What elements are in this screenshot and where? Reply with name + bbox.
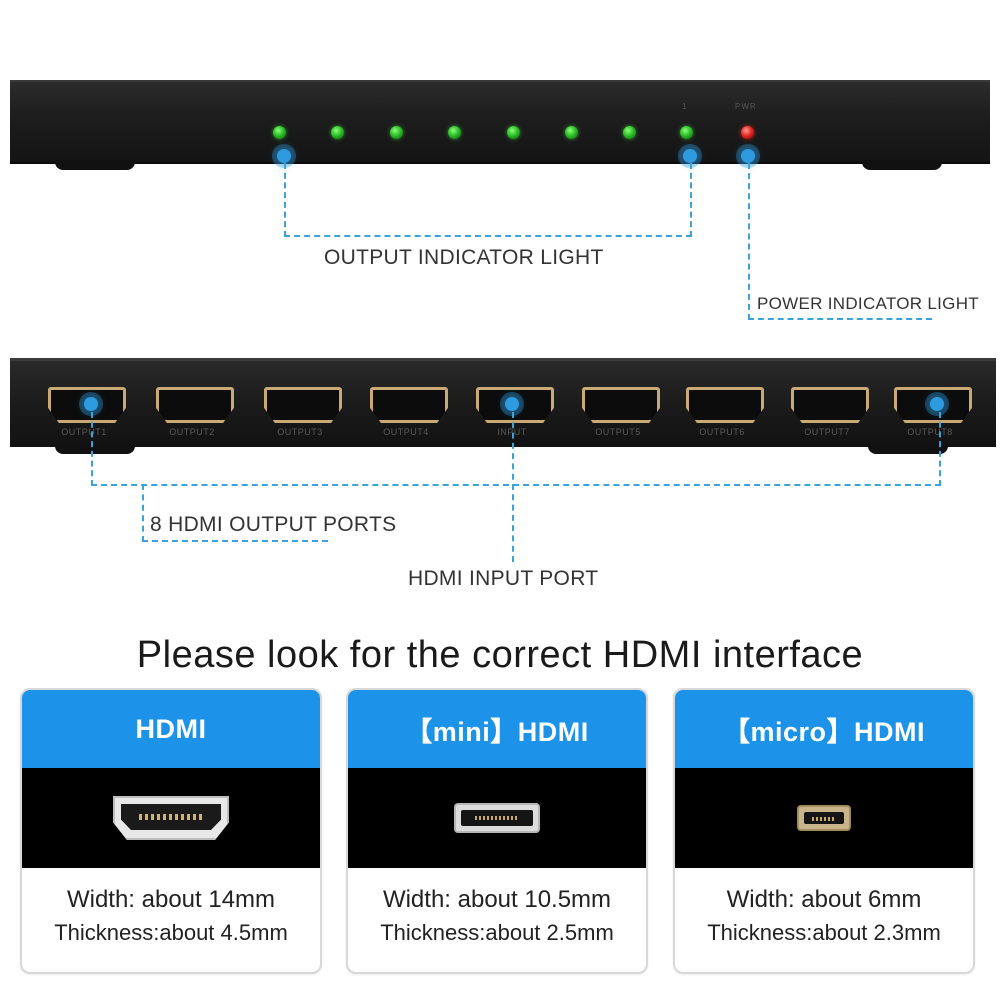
hdmi-card-thickness: Thickness:about 4.5mm <box>54 920 288 945</box>
micro-hdmi-card-image <box>675 768 973 868</box>
hdmi-port-output3 <box>264 387 342 423</box>
hdmi-card-width: Width: about 14mm <box>66 886 276 913</box>
micro-hdmi-card-thickness: Thickness:about 2.3mm <box>707 920 941 945</box>
output-ports-label: 8 HDMI OUTPUT PORTS <box>150 513 397 536</box>
led-mark-pwr: PWR <box>735 102 757 111</box>
front-foot-right <box>862 160 942 170</box>
leader-power-indicator <box>748 163 932 320</box>
port-label-output7: OUTPUT7 <box>804 427 850 437</box>
front-foot-left <box>55 160 135 170</box>
hdmi-port-output6 <box>686 387 764 423</box>
led-mark-1: 1 <box>682 102 688 111</box>
leader-output-ports-label <box>142 484 328 542</box>
micro-hdmi-card: 【micro】HDMI Width: about 6mm Thickness:a… <box>673 688 975 974</box>
port-label-output2: OUTPUT2 <box>169 427 215 437</box>
callout-dot-led-8 <box>683 149 697 163</box>
back-foot-left <box>55 444 135 454</box>
output-led-1 <box>273 126 286 139</box>
mini-hdmi-card-thickness: Thickness:about 2.5mm <box>380 920 614 945</box>
power-indicator-label: POWER INDICATOR LIGHT <box>757 294 979 313</box>
mini-hdmi-card-width: Width: about 10.5mm <box>382 886 612 913</box>
leader-output-ports-bracket <box>91 412 941 486</box>
interface-heading: Please look for the correct HDMI interfa… <box>136 634 864 676</box>
micro-hdmi-connector-icon <box>797 805 851 831</box>
output-led-5 <box>507 126 520 139</box>
output-led-2 <box>331 126 344 139</box>
power-led <box>741 126 754 139</box>
port-label-output8: OUTPUT8 <box>907 427 953 437</box>
mini-hdmi-connector-icon <box>454 803 540 833</box>
leader-output-indicator <box>284 163 692 237</box>
hdmi-port-output4 <box>370 387 448 423</box>
mini-hdmi-card: 【mini】HDMI Width: about 10.5mm Thickness… <box>346 688 648 974</box>
hdmi-port-output5 <box>582 387 660 423</box>
hdmi-card-title: HDMI <box>22 690 320 768</box>
output-led-4 <box>448 126 461 139</box>
callout-dot-output1 <box>84 397 98 411</box>
port-label-input: INPUT <box>497 427 527 437</box>
callout-dot-input <box>505 397 519 411</box>
hdmi-connector-icon <box>113 796 229 840</box>
micro-hdmi-card-title: 【micro】HDMI <box>675 690 973 768</box>
leader-input-port <box>512 412 514 562</box>
port-label-output3: OUTPUT3 <box>277 427 323 437</box>
output-indicator-label: OUTPUT INDICATOR LIGHT <box>324 246 604 269</box>
callout-dot-led-1 <box>277 149 291 163</box>
output-led-3 <box>390 126 403 139</box>
hdmi-port-output8 <box>894 387 972 423</box>
callout-dot-power-led <box>741 149 755 163</box>
port-label-output6: OUTPUT6 <box>699 427 745 437</box>
back-foot-right <box>868 444 948 454</box>
hdmi-card: HDMI Width: about 14mm Thickness:about 4… <box>20 688 322 974</box>
output-led-8 <box>680 126 693 139</box>
hdmi-port-output7 <box>791 387 869 423</box>
port-label-output5: OUTPUT5 <box>595 427 641 437</box>
port-label-output1: OUTPUT1 <box>61 427 107 437</box>
mini-hdmi-card-image <box>348 768 646 868</box>
micro-hdmi-card-width: Width: about 6mm <box>726 886 922 913</box>
port-label-output4: OUTPUT4 <box>383 427 429 437</box>
output-led-7 <box>623 126 636 139</box>
mini-hdmi-card-title: 【mini】HDMI <box>348 690 646 768</box>
hdmi-card-image <box>22 768 320 868</box>
splitter-front-panel: 1 PWR <box>10 80 990 164</box>
input-port-label: HDMI INPUT PORT <box>408 567 599 590</box>
hdmi-port-output2 <box>156 387 234 423</box>
callout-dot-output8 <box>930 397 944 411</box>
output-led-6 <box>565 126 578 139</box>
splitter-back-panel: OUTPUT1 OUTPUT2 OUTPUT3 OUTPUT4 INPUT OU… <box>10 358 996 447</box>
